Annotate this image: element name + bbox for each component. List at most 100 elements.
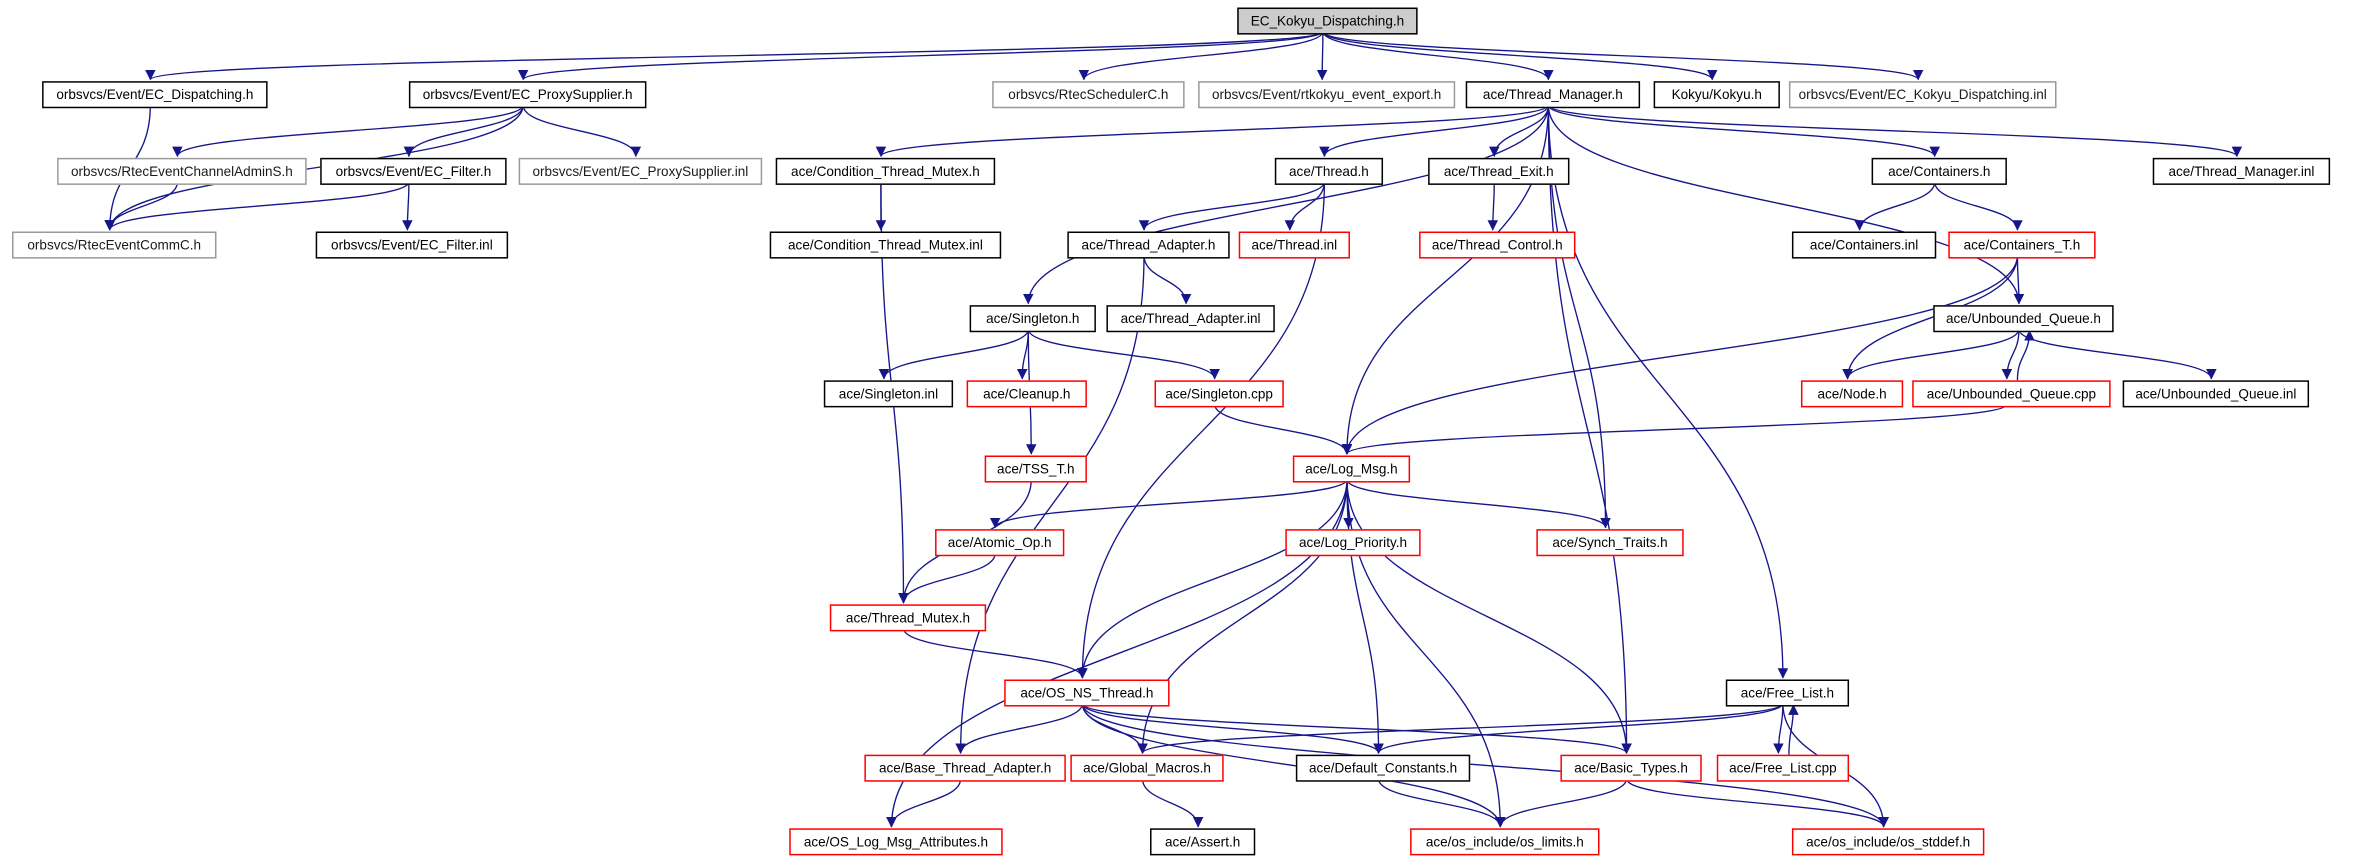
graph-node-ace-node-h[interactable]: ace/Node.h <box>1800 380 1904 408</box>
include-edge-n40-n42 <box>955 703 1084 754</box>
graph-node-kokyu-kokyu-h[interactable]: Kokyu/Kokyu.h <box>1653 81 1780 109</box>
graph-node-orbsvcs-event-ec-kokyu-dispatching-inl: orbsvcs/Event/EC_Kokyu_Dispatching.inl <box>1788 81 2057 109</box>
include-edge-n6-n12 <box>875 104 1550 158</box>
graph-node-ace-containers-h[interactable]: ace/Containers.h <box>1871 157 2007 185</box>
include-edge-n41-n43 <box>1137 702 1784 754</box>
include-edge-n6-n15 <box>1547 104 1940 158</box>
include-edge-n1-n4 <box>1078 31 1324 81</box>
include-edge-n32-n27 <box>2016 329 2035 381</box>
include-edge-n1-n8 <box>1322 30 1924 81</box>
graph-node-ace-basic-types-h[interactable]: ace/Basic_Types.h <box>1560 754 1702 782</box>
include-edge-n15-n23 <box>1854 181 1936 231</box>
graph-node-orbsvcs-rteceventchanneladmins-h: orbsvcs/RtecEventChannelAdminS.h <box>57 157 307 185</box>
graph-node-ace-condition-thread-mutex-inl[interactable]: ace/Condition_Thread_Mutex.inl <box>769 231 1002 259</box>
graph-node-ace-unbounded-queue-inl[interactable]: ace/Unbounded_Queue.inl <box>2122 380 2310 408</box>
include-edge-n45-n49 <box>1495 778 1628 828</box>
graph-node-ace-thread-adapter-inl[interactable]: ace/Thread_Adapter.inl <box>1106 305 1275 333</box>
include-edge-n35-n44 <box>1346 479 1384 754</box>
graph-node-orbsvcs-rtecschedulerc-h: orbsvcs/RtecSchedulerC.h <box>992 81 1185 109</box>
include-edge-n13-n21 <box>1284 181 1326 231</box>
include-edge-n41-n44 <box>1373 703 1784 754</box>
include-edge-n35-n45 <box>1346 479 1632 754</box>
graph-node-ace-global-macros-h[interactable]: ace/Global_Macros.h <box>1070 754 1224 782</box>
include-edge-n13-n20 <box>1138 181 1326 231</box>
graph-node-orbsvcs-event-ec-dispatching-h[interactable]: orbsvcs/Event/EC_Dispatching.h <box>42 81 268 109</box>
graph-node-ace-containers-t-h[interactable]: ace/Containers_T.h <box>1948 231 2096 259</box>
include-edge-n35-n38 <box>1346 479 1611 529</box>
graph-node-ace-synch-traits-h[interactable]: ace/Synch_Traits.h <box>1536 529 1684 557</box>
graph-node-orbsvcs-event-ec-filter-inl[interactable]: orbsvcs/Event/EC_Filter.inl <box>315 231 509 259</box>
graph-node-ace-free-list-h[interactable]: ace/Free_List.h <box>1725 679 1850 707</box>
include-edge-n40-n44 <box>1081 703 1384 754</box>
graph-node-orbsvcs-event-ec-filter-h[interactable]: orbsvcs/Event/EC_Filter.h <box>320 157 507 185</box>
include-edge-n35-n37 <box>1343 479 1354 529</box>
include-edge-n3-n9 <box>172 104 524 158</box>
include-edge-n3-n11 <box>522 105 642 158</box>
graph-node-ace-os-include-os-stddef-h[interactable]: ace/os_include/os_stddef.h <box>1791 828 1985 856</box>
include-edge-n6-n16 <box>1547 104 2242 158</box>
graph-node-orbsvcs-event-ec-proxysupplier-h[interactable]: orbsvcs/Event/EC_ProxySupplier.h <box>408 81 647 109</box>
include-edge-n1-n2 <box>145 30 1324 81</box>
include-edge-n46-n41 <box>1788 704 1799 755</box>
graph-node-ace-assert-h[interactable]: ace/Assert.h <box>1150 828 1256 856</box>
graph-node-ace-thread-control-h[interactable]: ace/Thread_Control.h <box>1419 231 1576 259</box>
graph-node-ace-os-include-os-limits-h[interactable]: ace/os_include/os_limits.h <box>1410 828 1600 856</box>
include-edge-n25-n30 <box>1027 329 1220 380</box>
include-edge-n3-n10 <box>403 105 524 158</box>
graph-node-ace-log-msg-h[interactable]: ace/Log_Msg.h <box>1292 455 1411 483</box>
graph-node-orbsvcs-event-ec-proxysupplier-inl: orbsvcs/Event/EC_ProxySupplier.inl <box>518 157 763 185</box>
include-edge-n39-n40 <box>902 628 1088 679</box>
graph-node-ace-os-log-msg-attributes-h[interactable]: ace/OS_Log_Msg_Attributes.h <box>789 828 1003 856</box>
include-edge-n25-n28 <box>878 329 1029 380</box>
include-edge-n43-n48 <box>1141 778 1204 828</box>
graph-node-ace-thread-inl[interactable]: ace/Thread.inl <box>1238 231 1350 259</box>
include-edge-n41-n46 <box>1773 703 1784 754</box>
graph-node-ace-condition-thread-mutex-h[interactable]: ace/Condition_Thread_Mutex.h <box>775 157 996 185</box>
graph-node-ace-singleton-h[interactable]: ace/Singleton.h <box>969 305 1096 333</box>
graph-node-ace-default-constants-h[interactable]: ace/Default_Constants.h <box>1295 754 1471 782</box>
graph-node-ace-thread-adapter-h[interactable]: ace/Thread_Adapter.h <box>1067 231 1230 259</box>
graph-node-ace-containers-inl[interactable]: ace/Containers.inl <box>1791 231 1937 259</box>
graph-node-ace-base-thread-adapter-h[interactable]: ace/Base_Thread_Adapter.h <box>864 754 1066 782</box>
include-edge-n45-n50 <box>1625 778 1889 828</box>
graph-node-orbsvcs-event-rtkokyu-event-export-h: orbsvcs/Event/rtkokyu_event_export.h <box>1198 81 1456 109</box>
graph-node-ace-tss-t-h[interactable]: ace/TSS_T.h <box>984 455 1087 483</box>
include-edge-n35-n40 <box>1077 479 1348 679</box>
graph-node-ace-cleanup-h[interactable]: ace/Cleanup.h <box>966 380 1087 408</box>
graph-node-ace-singleton-cpp[interactable]: ace/Singleton.cpp <box>1154 380 1284 408</box>
include-edge-n1-n7 <box>1322 30 1718 81</box>
include-edge-n1-n6 <box>1322 31 1554 81</box>
include-edge-n35-n36 <box>990 479 1348 529</box>
include-edge-n30-n35 <box>1213 404 1353 455</box>
include-edge-n27-n31 <box>1842 329 2020 380</box>
include-edge-n15-n24 <box>1934 181 2023 231</box>
graph-node-ace-log-priority-h[interactable]: ace/Log_Priority.h <box>1285 529 1421 557</box>
include-edge-n42-n47 <box>886 778 962 828</box>
include-edge-n20-n26 <box>1143 255 1192 305</box>
include-edge-n6-n27 <box>1547 105 2025 305</box>
graph-node-ace-thread-h[interactable]: ace/Thread.h <box>1274 157 1384 185</box>
include-edge-n36-n39 <box>898 553 996 604</box>
include-edge-n1-n3 <box>518 30 1324 81</box>
include-edge-n25-n29 <box>1016 329 1029 380</box>
include-edge-n1-n5 <box>1316 31 1328 81</box>
include-edge-n10-n18 <box>402 181 413 231</box>
include-edge-n35-n43 <box>1137 479 1348 754</box>
graph-node-ace-atomic-op-h[interactable]: ace/Atomic_Op.h <box>935 529 1065 557</box>
graph-node-ace-unbounded-queue-h[interactable]: ace/Unbounded_Queue.h <box>1933 305 2114 333</box>
include-edge-n32-n35 <box>1341 403 2008 455</box>
include-edge-n27-n32 <box>2001 329 2020 380</box>
graph-node-ace-thread-manager-inl[interactable]: ace/Thread_Manager.inl <box>2152 157 2331 185</box>
graph-node-ace-os-ns-thread-h[interactable]: ace/OS_NS_Thread.h <box>1004 679 1170 707</box>
graph-node-ace-unbounded-queue-cpp[interactable]: ace/Unbounded_Queue.cpp <box>1912 380 2111 408</box>
graph-node-ace-thread-exit-h[interactable]: ace/Thread_Exit.h <box>1428 157 1570 185</box>
graph-node-ace-free-list-cpp[interactable]: ace/Free_List.cpp <box>1716 754 1850 782</box>
graph-node-orbsvcs-rteceventcommc-h: orbsvcs/RtecEventCommC.h <box>12 231 217 259</box>
graph-node-ace-singleton-inl[interactable]: ace/Singleton.inl <box>823 380 954 408</box>
graph-node-ace-thread-mutex-h[interactable]: ace/Thread_Mutex.h <box>829 604 987 632</box>
include-edge-n6-n25 <box>1023 105 1550 305</box>
graph-node-ace-thread-manager-h[interactable]: ace/Thread_Manager.h <box>1465 81 1641 109</box>
